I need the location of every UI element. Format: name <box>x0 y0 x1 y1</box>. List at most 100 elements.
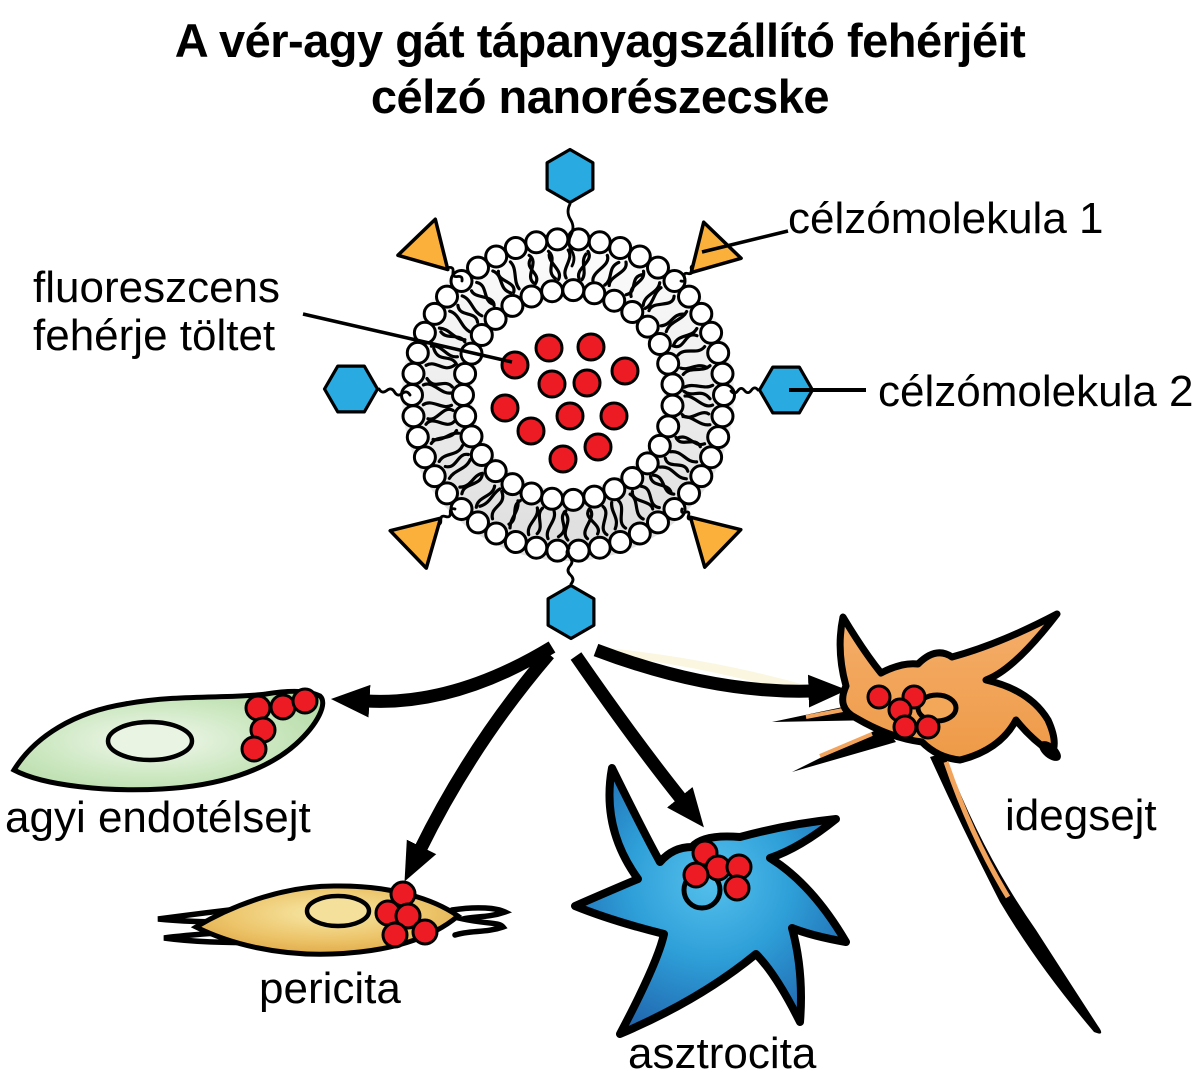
lipid-head-outer <box>484 521 509 546</box>
label-molecule2: célzómolekula 2 <box>878 367 1194 416</box>
targeting-molecules <box>322 147 815 641</box>
lipid-head-inner <box>647 332 672 356</box>
lipid-head-outer <box>422 301 447 326</box>
lipid-head-outer <box>503 530 528 554</box>
lipid-head-inner <box>635 314 660 339</box>
lipid-head-outer <box>587 535 612 560</box>
lipid-head-inner <box>660 393 685 418</box>
lipid-tail <box>507 499 522 526</box>
lipid-tail <box>496 269 516 295</box>
lipid-tail <box>460 473 484 496</box>
lipid-head-outer <box>689 301 714 326</box>
lipid-tail <box>421 401 454 409</box>
targeting-triangle <box>388 516 443 570</box>
cargo-dot <box>892 714 918 740</box>
lipid-head-inner <box>519 284 544 309</box>
lipid-head-inner <box>540 486 565 511</box>
title-line1: A vér-agy gát tápanyagszállító fehérjéit <box>175 14 1026 67</box>
cargo-dot <box>583 432 613 462</box>
lipid-tail <box>562 510 570 542</box>
arrow-to-neuron <box>593 643 848 708</box>
lipid-tail <box>547 252 562 281</box>
cargo-dot <box>244 694 272 722</box>
lipid-tail <box>616 499 628 530</box>
lipid-head-inner <box>561 278 586 303</box>
lipid-tail <box>630 489 655 511</box>
cargo-dot <box>381 921 409 949</box>
lipid-tail <box>607 260 628 288</box>
neuron-cargo-dots <box>866 684 941 740</box>
lipid-tail <box>643 286 663 310</box>
lipid-head-outer <box>400 383 424 407</box>
connector-squiggle <box>377 387 412 397</box>
lipid-head-outer <box>699 445 724 470</box>
lipid-head-inner <box>451 383 475 407</box>
lipid-head-inner <box>453 361 478 386</box>
lipid-tail <box>556 509 568 539</box>
lipid-head-outer <box>545 227 570 252</box>
lipid-tail <box>475 280 496 306</box>
lipid-head-outer <box>484 244 509 269</box>
fluorescent-cargo <box>490 332 640 474</box>
pericyte-cargo-dots <box>374 880 439 949</box>
lipid-tail <box>425 376 454 389</box>
lipid-head-inner <box>582 484 607 509</box>
lipid-head-inner <box>656 414 681 439</box>
cargo-dot <box>610 356 640 386</box>
label-pericyte: pericita <box>259 964 401 1013</box>
lipid-head-outer <box>627 521 652 546</box>
lipid-head-inner <box>660 372 685 397</box>
lipid-tail <box>679 364 709 371</box>
lipid-tail <box>668 450 699 464</box>
lipid-head-outer <box>524 535 549 560</box>
targeting-triangle <box>396 217 450 272</box>
cargo-dot <box>269 693 297 721</box>
lipid-head-outer <box>608 530 633 554</box>
cargo-dot <box>394 902 422 930</box>
lipid-head-inner <box>483 459 508 484</box>
connector-squiggle <box>566 202 576 268</box>
lipid-tail <box>682 389 712 401</box>
lipid-head-outer <box>677 481 701 506</box>
lipid-head-outer <box>524 230 549 255</box>
label-astrocyte: asztrocita <box>628 1029 817 1078</box>
lipid-head-outer <box>706 340 731 365</box>
lipid-head-outer <box>401 361 426 386</box>
lipid-head-inner <box>459 424 484 449</box>
cargo-dot <box>572 368 602 398</box>
lipid-head-outer <box>545 538 570 563</box>
lipid-tail <box>591 253 610 283</box>
cargo-dot <box>291 687 319 715</box>
leader-line-molecule1 <box>701 229 789 254</box>
astrocyte-body <box>571 764 850 1038</box>
cargo-dot <box>516 416 546 446</box>
lipid-tail <box>432 347 458 366</box>
cargo-dot <box>599 401 629 431</box>
pericyte-nucleus <box>304 893 372 929</box>
title-line2: célzó nanorészecske <box>371 70 829 123</box>
lipid-tail <box>683 383 715 389</box>
lipid-tail <box>659 312 687 328</box>
lipid-tail <box>421 382 453 395</box>
neuron-dendrite-spike2 <box>792 726 896 772</box>
arrow-to-endothelial <box>330 641 556 718</box>
lipid-tail <box>641 281 662 307</box>
lipid-head-inner <box>656 351 681 376</box>
endothelial-nucleus <box>105 719 195 763</box>
lipid-tail <box>508 260 521 291</box>
leader-line-fluorescent <box>302 312 513 364</box>
lipid-head-inner <box>582 281 607 306</box>
lipid-head-inner <box>540 279 565 304</box>
pericyte-processes-right <box>449 905 513 938</box>
cargo-dot <box>866 684 892 710</box>
label-fluorescent-line2: fehérje töltet <box>33 311 275 360</box>
lipid-tail <box>601 505 609 537</box>
cargo-dot <box>537 369 567 399</box>
lipid-head-outer <box>646 255 670 280</box>
lipid-head-outer <box>646 510 670 535</box>
lipid-tail <box>648 474 673 495</box>
lipid-head-outer <box>662 497 687 521</box>
targeting-hexagon <box>546 583 596 641</box>
arrow-to-astrocyte <box>570 652 704 828</box>
